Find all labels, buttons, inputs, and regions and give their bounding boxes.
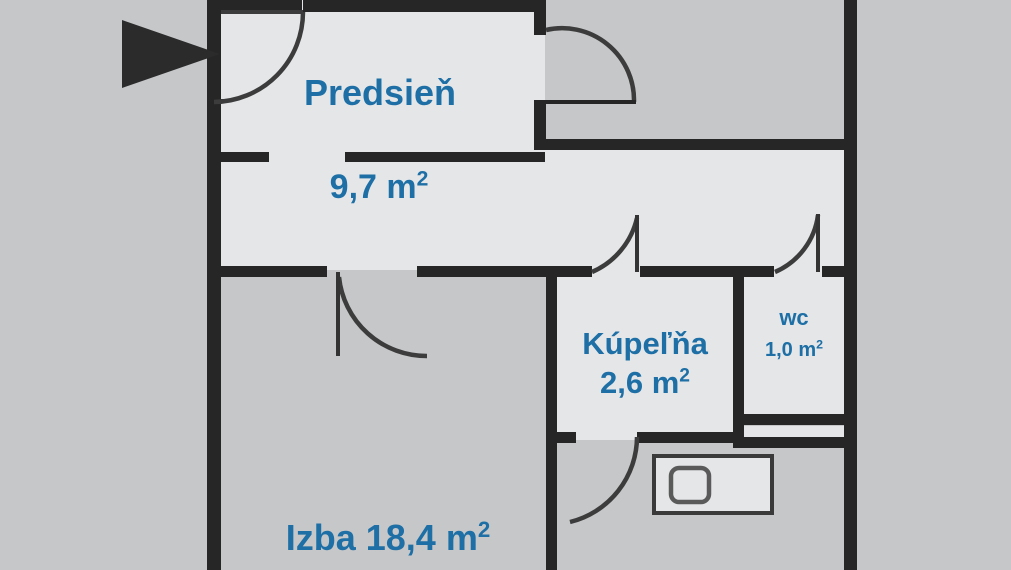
wall-hall-lower-left-stub [207, 152, 269, 162]
room-label-hall-name: Predsieň [303, 72, 457, 113]
entrance-door-arc [213, 11, 306, 105]
room-label-bathroom-area: 2,6 m2 [555, 365, 735, 401]
hall-right-door-arc [545, 25, 637, 103]
wall-hall-upper-right [534, 139, 849, 150]
wall-wc-strip-bottom [733, 437, 848, 448]
wall-outer-left [207, 0, 221, 570]
wall-izba-top-right [417, 266, 557, 277]
room-label-wc-name: wc [779, 305, 809, 330]
wall-izba-bath-divider [546, 266, 557, 570]
wall-wc-top-right-stub [822, 266, 847, 277]
walls [207, 0, 857, 570]
wall-wc-bottom [733, 414, 848, 425]
wall-bath-bottom-left-stub [548, 432, 576, 443]
wall-hall-lower-right [345, 152, 545, 162]
room-fill-hall [220, 0, 845, 270]
wall-bath-bottom-right [637, 432, 737, 443]
hall-area-superscript: 2 [416, 167, 429, 191]
wall-izba-top-left [207, 266, 327, 277]
room-label-hall-area: 9,7 m2 [0, 168, 758, 206]
bath-area-value: 2,6 m [600, 365, 680, 400]
wc-area-value: 1,0 m [764, 339, 817, 361]
bathroom-lower-door-arc [569, 436, 640, 525]
wall-top-left [207, 0, 302, 12]
wc-area-superscript: 2 [816, 337, 824, 352]
room-label-izba: Izba 18,4 m2 [221, 517, 555, 558]
door-leaves [336, 214, 820, 356]
wall-hall-right-upper [534, 0, 546, 35]
wall-top-right [303, 0, 545, 12]
room-fill-izba [220, 270, 555, 570]
wall-outer-right [844, 0, 857, 570]
wall-bath-top-left-stub [557, 266, 592, 277]
door-arcs [213, 10, 821, 525]
wall-hall-right-lower [534, 100, 546, 150]
wall-wc-top-left-stub [744, 266, 774, 277]
room-fill-bathroom [555, 270, 735, 440]
room-fill-wc [740, 270, 845, 420]
room-label-wc-area: 1,0 m2 [744, 337, 844, 361]
play-triangle-marker[interactable] [122, 20, 220, 88]
hall-area-value: 9,7 m [329, 168, 417, 206]
izba-text-value: Izba 18,4 m [285, 517, 478, 558]
bath-fixture [652, 454, 774, 515]
wall-bath-wc-divider [733, 266, 744, 442]
izba-door-arc [336, 276, 428, 359]
wall-bath-top-right-stub [640, 266, 735, 277]
room-label-bathroom-name: Kúpeľňa [582, 326, 708, 361]
bath-area-superscript: 2 [679, 365, 690, 387]
izba-superscript: 2 [477, 517, 491, 542]
